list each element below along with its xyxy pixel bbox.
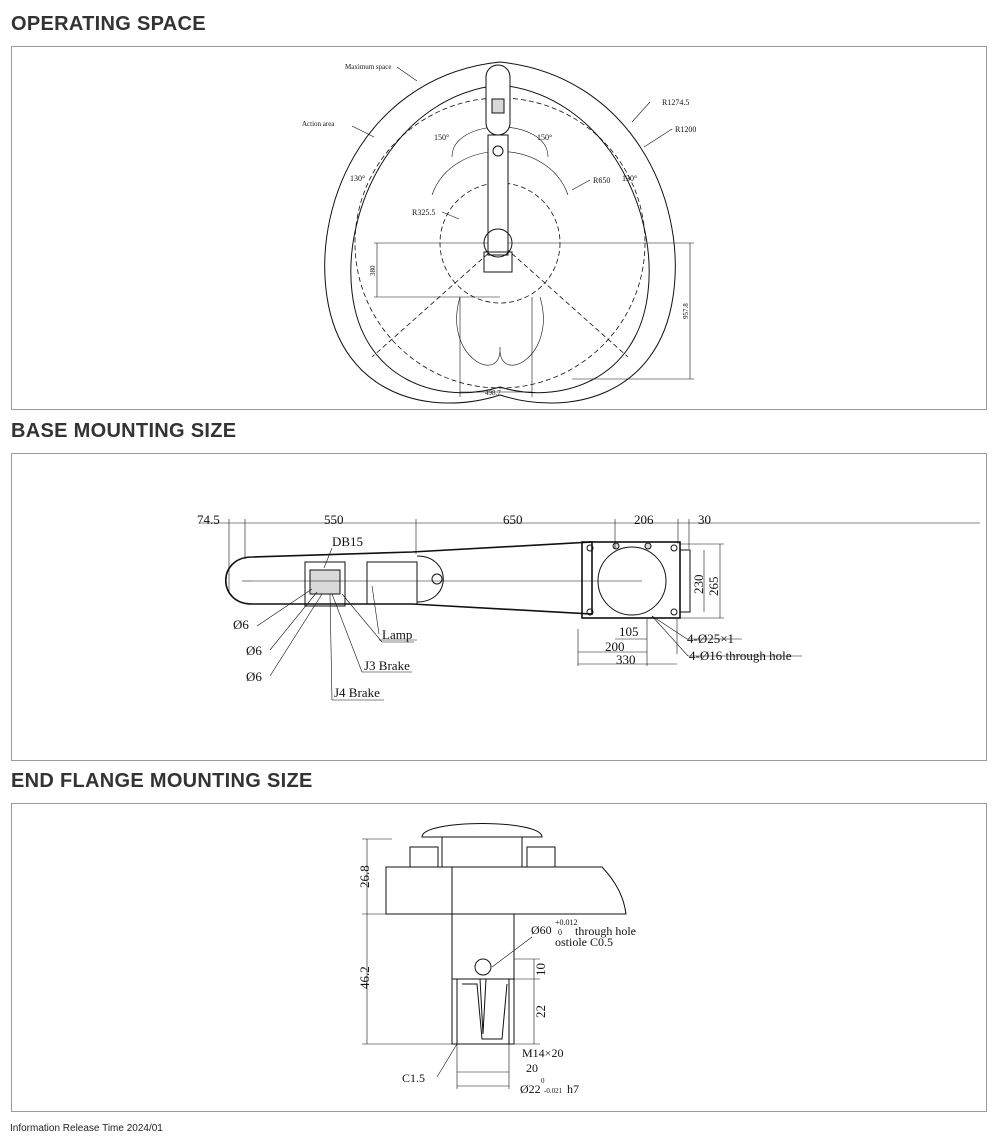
ostiole-label: ostiole C0.5 — [555, 935, 613, 949]
dim-200: 200 — [605, 639, 625, 654]
holes-16-label: 4-Ø16 through hole — [689, 648, 792, 663]
phi22-tol-lower: -0.021 — [544, 1087, 563, 1095]
dim-105: 105 — [619, 624, 639, 639]
arm-link-1 — [487, 134, 509, 256]
db15-connector — [309, 569, 341, 595]
dim-206: 206 — [634, 512, 654, 527]
r1200-label: R1200 — [675, 125, 696, 134]
top-cap — [421, 823, 543, 838]
dim-30: 30 — [698, 512, 711, 527]
j3-brake-label: J3 Brake — [364, 658, 410, 673]
r-outer-label: R1274.5 — [662, 98, 689, 107]
r325-label: R325.5 — [412, 208, 435, 217]
phi22-tol-upper: 0 — [541, 1077, 545, 1085]
dim-498: 498.7 — [485, 389, 501, 397]
dim-230: 230 — [691, 575, 706, 595]
m14-label: M14×20 — [522, 1046, 563, 1060]
max-space-label: Maximum space — [345, 63, 391, 71]
dim-20: 20 — [526, 1061, 538, 1075]
phi6-label-1: Ø6 — [233, 617, 249, 632]
base-mounting-drawing: 74.5 550 650 206 30 DB15 Lamp Ø6 Ø6 Ø6 J… — [197, 512, 980, 701]
h7-label: h7 — [567, 1082, 579, 1096]
phi60-label: Ø60 — [531, 923, 552, 937]
phi6-label-3: Ø6 — [246, 669, 262, 684]
dim-74-5: 74.5 — [197, 512, 220, 527]
db15-label: DB15 — [332, 534, 363, 549]
base-disk — [597, 546, 667, 616]
dim-46-2: 46.2 — [357, 966, 372, 989]
end-flange-drawing: 26.8 46.2 10 22 Ø60 +0.012 0 through hol… — [357, 823, 636, 1096]
lamp-label: Lamp — [382, 627, 412, 642]
angle-left: 130° — [350, 174, 365, 183]
phi22-label: Ø22 — [520, 1082, 541, 1096]
robot-base — [581, 541, 681, 619]
flange-body — [385, 866, 627, 915]
dim-380: 380 — [369, 265, 377, 276]
phi6-label-2: Ø6 — [246, 643, 262, 658]
phi60-tol-lower: 0 — [558, 928, 562, 937]
db15-panel — [304, 561, 346, 607]
dim-10: 10 — [533, 963, 548, 976]
action-area-label: Action area — [302, 120, 335, 128]
dim-26-8: 26.8 — [357, 865, 372, 888]
operating-space-title: OPERATING SPACE — [11, 13, 206, 35]
angle-left-top: 150° — [434, 133, 449, 142]
through-hole-label: through hole — [575, 924, 636, 938]
c15-label: C1.5 — [402, 1071, 425, 1085]
base-mounting-title: BASE MOUNTING SIZE — [11, 420, 237, 442]
through-hole — [474, 958, 492, 976]
dim-22: 22 — [533, 1005, 548, 1018]
arm-outline — [225, 541, 593, 615]
max-space-contour — [324, 61, 676, 404]
dim-550: 550 — [324, 512, 344, 527]
base-mounting-panel: 74.5 550 650 206 30 DB15 Lamp Ø6 Ø6 Ø6 J… — [11, 453, 987, 761]
phi60-tol-upper: +0.012 — [555, 918, 578, 927]
end-flange-panel: 26.8 46.2 10 22 Ø60 +0.012 0 through hol… — [11, 803, 987, 1112]
angle-right: 130° — [622, 174, 637, 183]
angle-right-top: 150° — [537, 133, 552, 142]
release-time-footer: Information Release Time 2024/01 — [10, 1123, 163, 1134]
arm-joint-box — [491, 98, 505, 114]
end-flange-title: END FLANGE MOUNTING SIZE — [11, 770, 313, 792]
r650-label: R650 — [593, 176, 610, 185]
dim-650: 650 — [503, 512, 523, 527]
operating-space-panel: Maximum space Action area 150° 150° 130°… — [11, 46, 987, 410]
dim-957: 957.8 — [682, 303, 690, 319]
j4-brake-label: J4 Brake — [334, 685, 380, 700]
base-joint — [483, 228, 513, 258]
dim-330: 330 — [616, 652, 636, 667]
dim-265: 265 — [706, 577, 721, 597]
operating-space-drawing: Maximum space Action area 150° 150° 130°… — [302, 61, 696, 404]
holes-25-label: 4-Ø25×1 — [687, 631, 734, 646]
